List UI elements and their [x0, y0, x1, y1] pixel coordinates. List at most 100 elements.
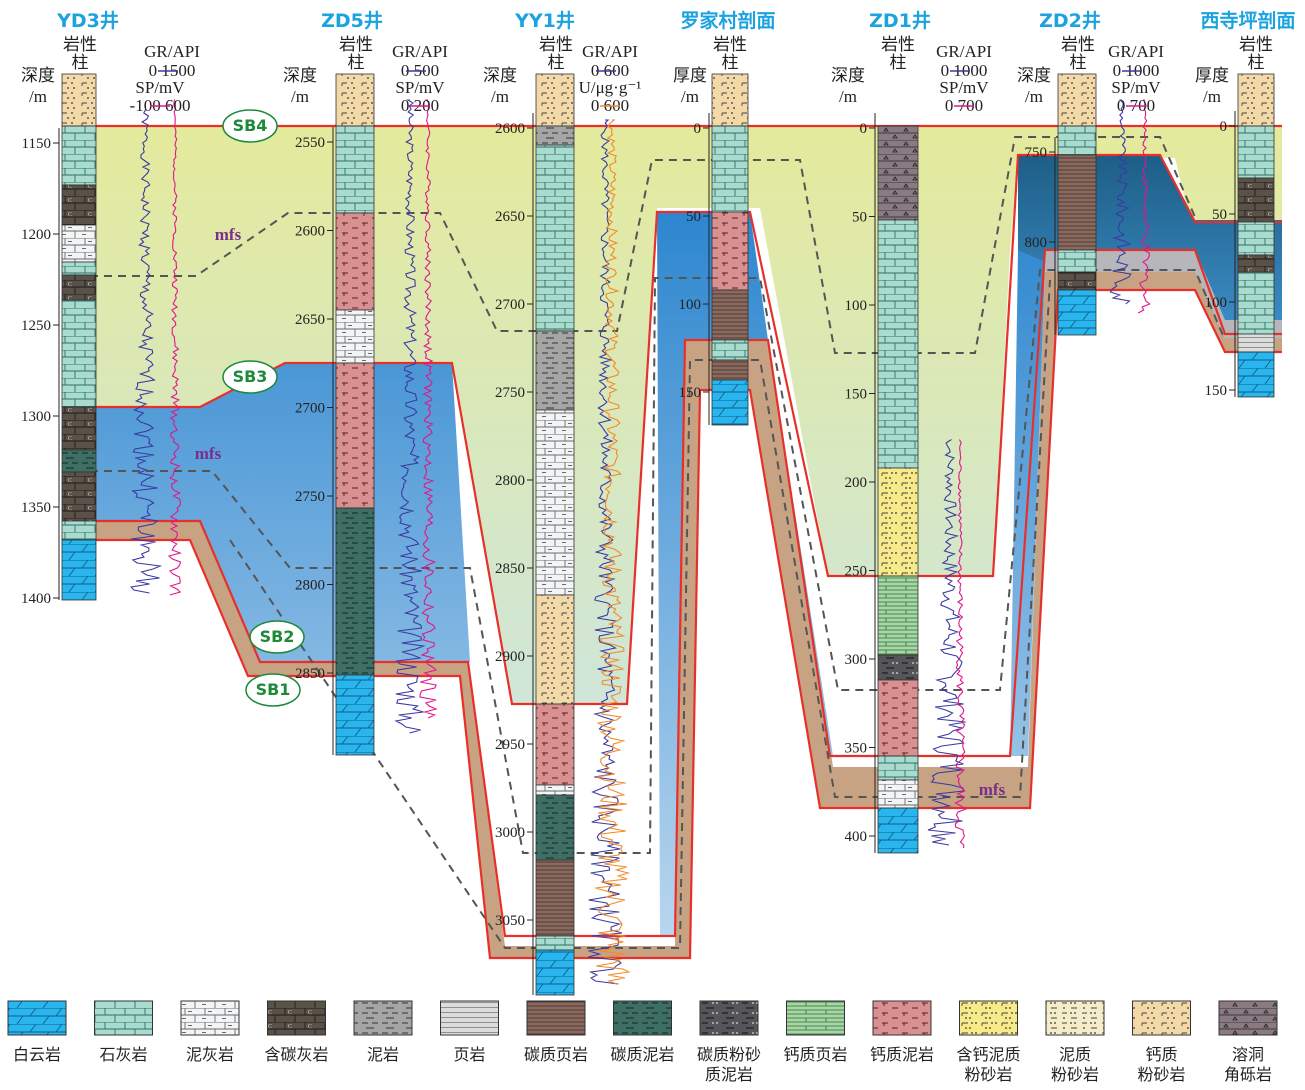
legend-swatch — [441, 1001, 499, 1035]
depth-tick-label: 2700 — [495, 297, 525, 313]
curve1-name: GR/API — [392, 42, 448, 61]
lith-limestone — [62, 126, 96, 185]
depth-tick-label: 2600 — [495, 121, 525, 137]
lith-header: 岩性 — [1061, 35, 1095, 54]
legend-swatch — [95, 1001, 153, 1035]
well-title: ZD1井 — [869, 10, 931, 32]
legend-item-mudsilt: 泥质粉砂岩 — [1046, 1001, 1104, 1084]
depth-tick-label: 1300 — [21, 409, 51, 425]
depth-tick-label: 2550 — [295, 135, 325, 151]
legend-label: 含钙泥质 — [956, 1046, 1020, 1064]
legend-item-carbsilt: 碳质粉砂质泥岩 — [697, 1001, 761, 1084]
legend-label: 碳质泥岩 — [610, 1046, 674, 1064]
lith-header: 柱 — [890, 53, 907, 72]
curve2-name: U/μg·g⁻¹ — [579, 78, 642, 97]
lith-limestone — [1238, 222, 1274, 255]
well-1: 115012001250130013501400 — [21, 74, 96, 607]
lith-carblime — [1238, 178, 1274, 222]
lith-calcsilt — [536, 74, 574, 126]
lith-calcmud — [336, 363, 374, 508]
depth-tick-label: 2800 — [295, 578, 325, 594]
depth-tick-label: 1400 — [21, 591, 51, 607]
mfs-label-3: mfs — [979, 780, 1006, 799]
depth-header: 深度 — [283, 66, 317, 85]
well-title: ZD5井 — [321, 10, 383, 32]
lith-calcsilt — [1058, 74, 1096, 126]
lith-mudstone — [536, 126, 574, 145]
depth-header: 深度 — [1017, 66, 1051, 85]
depth-tick-label: 2900 — [495, 649, 525, 665]
well-title: YY1井 — [514, 10, 575, 32]
legend-swatch — [960, 1001, 1018, 1035]
lith-header: 柱 — [72, 53, 89, 72]
well-title: 罗家村剖面 — [680, 9, 775, 32]
lith-header: 岩性 — [539, 35, 573, 54]
lith-calcsilt — [336, 74, 374, 126]
legend-label: 钙质泥岩 — [870, 1046, 934, 1064]
lith-dolomite — [1058, 290, 1096, 335]
lith-header: 岩性 — [881, 35, 915, 54]
depth-tick-label: 1150 — [22, 136, 51, 152]
lith-carbshale — [712, 290, 748, 340]
legend-swatch — [873, 1001, 931, 1035]
well-title: YD3井 — [56, 10, 119, 32]
lith-limestone — [536, 936, 574, 950]
lith-limestone — [712, 126, 748, 212]
lith-marl — [536, 785, 574, 795]
depth-tick-label: 1350 — [21, 500, 51, 516]
curve2-name: SP/mV — [939, 78, 989, 97]
legend-swatch — [527, 1001, 585, 1035]
legend-label: 粉砂岩 — [1051, 1066, 1099, 1084]
depth-tick-label: 150 — [845, 387, 868, 403]
lith-marl — [62, 225, 96, 262]
legend-label: 泥灰岩 — [186, 1046, 234, 1064]
lith-header: 柱 — [348, 53, 365, 72]
lith-dolomite — [712, 380, 748, 425]
lith-carblime — [1238, 255, 1274, 272]
lith-carblime — [62, 407, 96, 450]
lith-marl — [878, 780, 918, 808]
lith-carblime — [62, 185, 96, 225]
lith-header: 岩性 — [1239, 35, 1273, 54]
legend-item-marl: 泥灰岩 — [181, 1001, 239, 1064]
depth-tick-label: 2650 — [295, 312, 325, 328]
lith-carbshale — [1058, 155, 1096, 250]
depth-tick-label: 2800 — [495, 473, 525, 489]
legend-swatch — [354, 1001, 412, 1035]
lith-dolomite — [536, 950, 574, 995]
depth-header: /m — [681, 87, 699, 106]
lith-calcmud — [536, 704, 574, 785]
lith-calcsilt — [1238, 74, 1274, 126]
mfs-label-2: mfs — [195, 444, 222, 463]
curve1-name: GR/API — [936, 42, 992, 61]
lith-limestone — [1058, 250, 1096, 272]
boundary-label-SB1: SB1 — [256, 680, 291, 699]
legend-label: 含碳灰岩 — [264, 1046, 328, 1064]
depth-header: /m — [29, 87, 47, 106]
depth-tick-label: 2850 — [495, 561, 525, 577]
lith-carbmud — [336, 508, 374, 675]
lith-shale — [1238, 334, 1274, 352]
depth-tick-label: 50 — [686, 209, 701, 225]
boundary-label-SB2: SB2 — [260, 627, 295, 646]
legend-swatch — [268, 1001, 326, 1035]
depth-tick-label: 250 — [845, 564, 868, 580]
depth-header: 深度 — [831, 66, 865, 85]
legend-label: 钙质 — [1145, 1046, 1177, 1064]
depth-tick-label: 2650 — [495, 209, 525, 225]
lith-header: 岩性 — [63, 35, 97, 54]
depth-tick-label: 50 — [852, 210, 867, 226]
legend-item-dolomite: 白云岩 — [8, 1001, 66, 1064]
lith-header: 柱 — [722, 53, 739, 72]
legend-swatch — [787, 1001, 845, 1035]
depth-tick-label: 800 — [1025, 235, 1048, 251]
curve1-name: GR/API — [1108, 42, 1164, 61]
curve2-name: SP/mV — [135, 78, 185, 97]
depth-tick-label: 3000 — [495, 825, 525, 841]
lith-carbshale — [536, 860, 574, 936]
lith-dolomite — [62, 540, 96, 600]
depth-tick-label: 3050 — [495, 913, 525, 929]
depth-tick-label: 400 — [845, 829, 868, 845]
depth-header: /m — [1203, 87, 1221, 106]
